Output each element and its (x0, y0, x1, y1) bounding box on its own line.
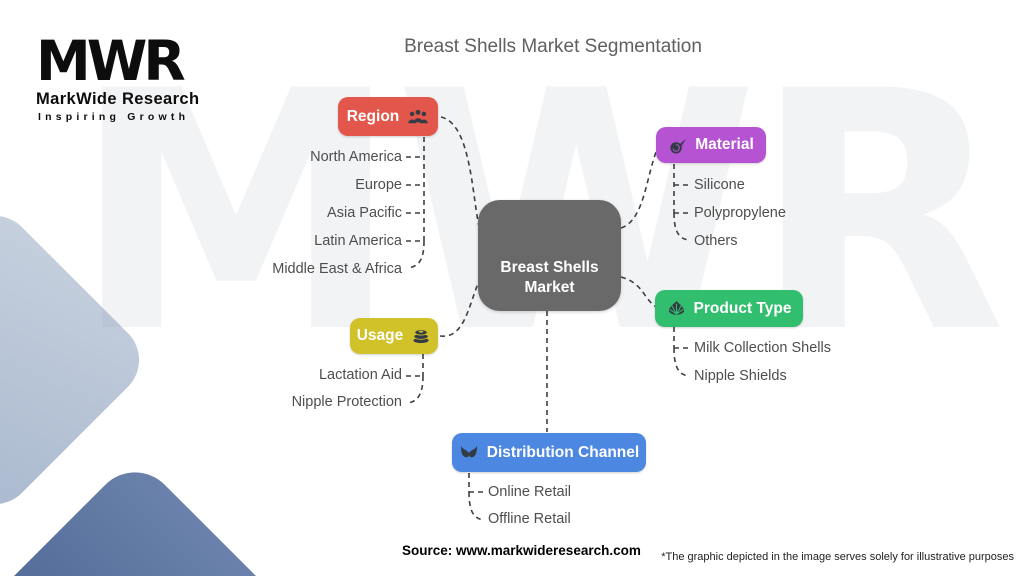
branch-label-material: Material (695, 136, 754, 153)
branch-label-product-type: Product Type (693, 299, 792, 317)
logo-tagline: Inspiring Growth (38, 111, 190, 123)
branch-node-region: Region (338, 97, 438, 136)
branch-label-region: Region (346, 107, 400, 125)
segment-item: North America (310, 149, 402, 165)
segment-item: Latin America (314, 233, 402, 249)
region-items: North America Europe Asia Pacific Latin … (272, 143, 402, 283)
segment-item: Online Retail (488, 484, 572, 500)
branch-node-distribution-channel: Distribution Channel (452, 433, 646, 472)
stacked-discs-icon (411, 327, 431, 345)
branch-label-distribution-channel: Distribution Channel (486, 443, 640, 461)
branch-node-product-type: Product Type (655, 290, 803, 327)
segment-item: Others (694, 233, 738, 249)
usage-items: Lactation Aid Nipple Protection (292, 362, 402, 416)
segment-item: Nipple Shields (694, 368, 787, 384)
segment-item: Milk Collection Shells (694, 340, 831, 356)
branch-node-usage: Usage (350, 318, 438, 354)
segment-item: Lactation Aid (318, 367, 402, 383)
distribution-channel-items: Online Retail Offline Retail (488, 479, 571, 533)
page-title: Breast Shells Market Segmentation (404, 36, 702, 57)
bra-icon (459, 445, 479, 460)
source-note: Source: www.markwideresearch.com (402, 543, 641, 558)
segment-item: Offline Retail (488, 511, 571, 527)
logo-acronym: MWR (36, 29, 186, 93)
segment-item: Nipple Protection (291, 394, 402, 410)
product-type-items: Milk Collection Shells Nipple Shields (694, 334, 831, 390)
center-node-label: Breast Shells Market (500, 258, 599, 296)
logo-name: MarkWide Research (36, 90, 200, 108)
branch-label-usage: Usage (356, 327, 404, 344)
segment-item: Asia Pacific (327, 205, 402, 221)
markwide-logo: MWR MarkWide Research Inspiring Growth (36, 29, 200, 124)
people-crowd-icon (407, 108, 429, 125)
material-items: Silicone Polypropylene Others (694, 171, 786, 255)
segment-item: Silicone (694, 177, 745, 193)
snail-shell-icon (668, 137, 687, 154)
segment-item: Europe (355, 177, 402, 193)
branch-node-material: Material (656, 127, 766, 163)
scallop-shell-icon (667, 300, 686, 317)
segment-item: Middle East & Africa (272, 261, 402, 277)
disclaimer-note: *The graphic depicted in the image serve… (661, 551, 1014, 563)
center-node-breast-shells-market: Breast Shells Market (478, 200, 621, 311)
segment-item: Polypropylene (694, 205, 786, 221)
